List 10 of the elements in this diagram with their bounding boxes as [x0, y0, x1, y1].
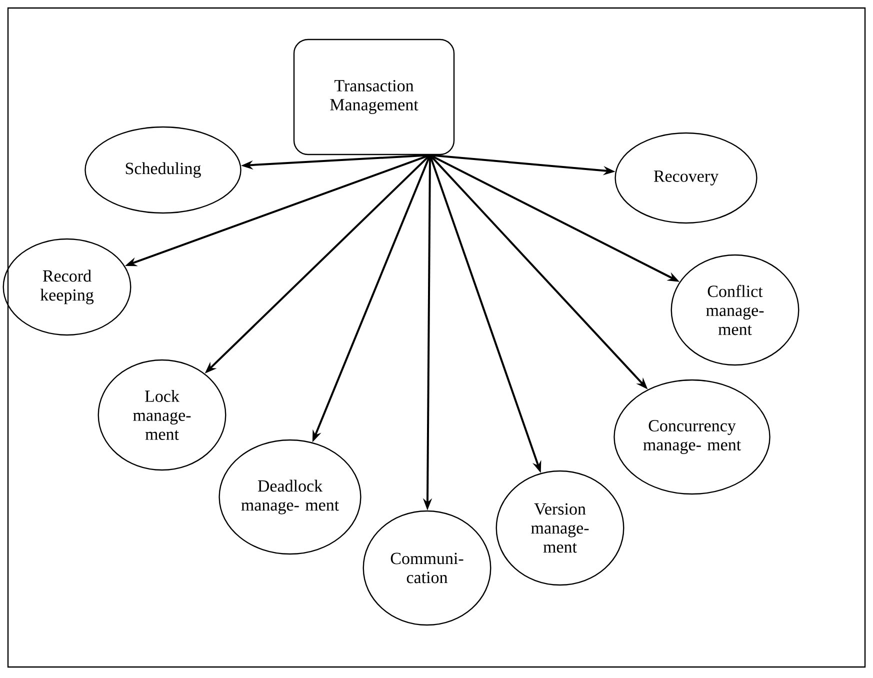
process-box: Transaction Management — [293, 38, 455, 156]
ellipse-node: Concurrency manage- ment — [614, 379, 770, 495]
ellipse-node: Conflict manage- ment — [670, 254, 800, 366]
ellipse-node: Version manage- ment — [496, 470, 624, 586]
ellipse-node: Scheduling — [84, 126, 242, 214]
ellipse-node: Record keeping — [2, 238, 132, 336]
ellipse-node: Deadlock manage- ment — [218, 439, 362, 555]
ellipse-node: Recovery — [614, 132, 758, 224]
ellipse-node: Communi- cation — [362, 510, 492, 626]
ellipse-node: Lock manage- ment — [98, 359, 226, 471]
